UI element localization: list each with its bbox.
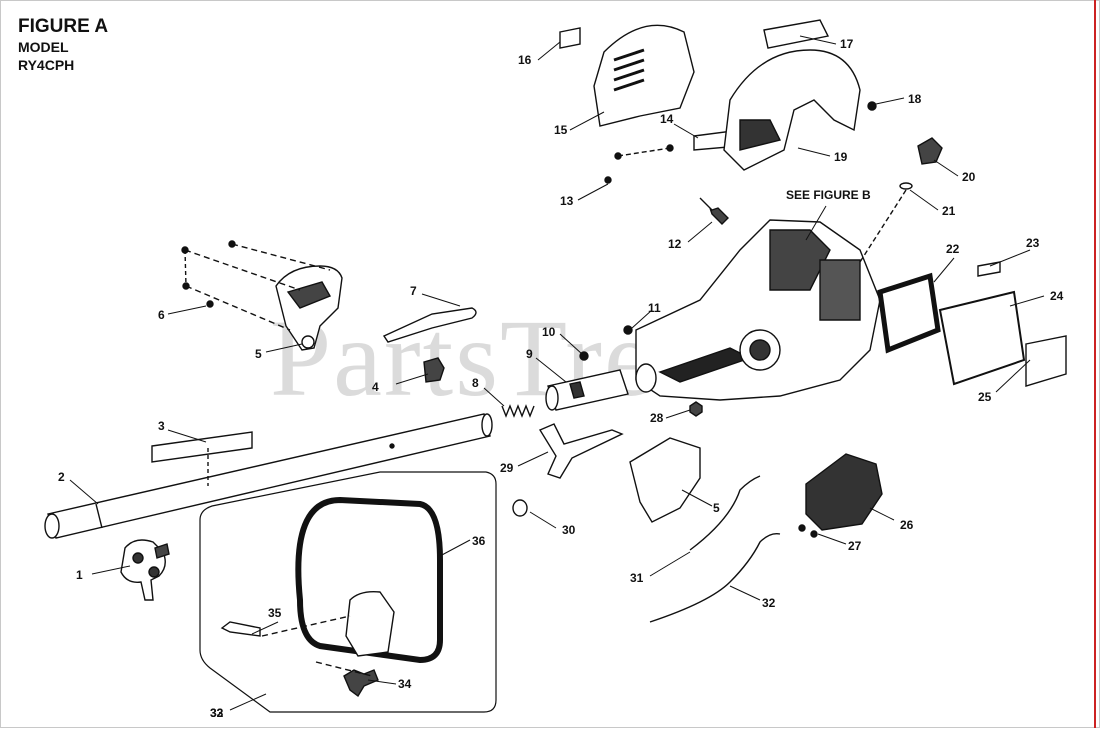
part-handle-loop: [295, 496, 443, 664]
part-shaft: [44, 413, 493, 539]
callout-12: 12: [668, 237, 682, 251]
part-engine-cover: [723, 49, 861, 171]
callout-20: 20: [962, 170, 976, 184]
callout-35: 35: [268, 606, 282, 620]
part-label-23: [977, 261, 1001, 277]
callout-26: 26: [900, 518, 914, 532]
part-filter-cover: [938, 290, 1026, 386]
callout-15: 15: [554, 123, 568, 137]
part-clamp: [120, 539, 170, 601]
callout-23: 23: [1026, 236, 1040, 250]
part-primer-bulb: [917, 137, 943, 165]
callout-3: 3: [158, 419, 165, 433]
callout-32: 32: [762, 596, 776, 610]
part-handle-kit-outline: [199, 471, 497, 713]
figure-title: FIGURE A: [18, 16, 109, 37]
part-tube-boot: [545, 369, 629, 411]
part-shaft-label: [151, 431, 253, 463]
watermark: PartsTree: [270, 297, 706, 419]
callout-16: 16: [518, 53, 532, 67]
part-trigger: [538, 423, 624, 479]
part-screw-18: [867, 101, 877, 111]
callout-7: 7: [410, 284, 417, 298]
callout-31: 31: [630, 571, 644, 585]
part-handle-bolt: [220, 621, 261, 637]
callout-25: 25: [978, 390, 992, 404]
part-screws-27: [798, 524, 818, 538]
callout-5-lower: 5: [713, 501, 720, 515]
callout-22: 22: [946, 242, 960, 256]
part-screws: [181, 240, 331, 331]
part-throttle-lever: [382, 307, 477, 343]
part-spring: [501, 404, 535, 418]
part-label-17: [763, 19, 830, 49]
part-engine-assembly: [635, 219, 881, 401]
callout-6: 6: [158, 308, 165, 322]
part-spark-plug: [699, 197, 729, 225]
callout-34-label: 34: [398, 677, 412, 691]
callout-33-text: 32: [210, 706, 224, 720]
part-handle-housing-lower: [629, 437, 701, 523]
part-cover-screws: [604, 144, 674, 184]
callout-4: 4: [372, 380, 379, 394]
callout-24: 24: [1050, 289, 1064, 303]
callout-9: 9: [526, 347, 533, 361]
callout-13: 13: [560, 194, 574, 208]
part-throttle-cable: [649, 532, 781, 623]
part-wing-nut: [343, 669, 379, 698]
part-label-25: [1025, 335, 1067, 387]
part-handle-housing: [275, 265, 343, 351]
model-label: MODEL: [18, 39, 69, 55]
callout-11: 11: [648, 301, 661, 315]
callout-1: 1: [76, 568, 83, 582]
callout-30: 30: [562, 523, 576, 537]
part-handle-clamp: [345, 590, 395, 657]
part-bolt-11: [623, 325, 633, 335]
part-muffler-guard: [805, 453, 883, 531]
callout-5-upper: 5: [255, 347, 262, 361]
part-stop-wire: [689, 475, 761, 551]
callout-2: 2: [58, 470, 65, 484]
callout-36: 36: [472, 534, 486, 548]
callout-14: 14: [660, 112, 674, 126]
part-o-ring: [899, 182, 913, 190]
frame-accent-bar: [1094, 0, 1096, 728]
part-switch: [423, 357, 445, 383]
callout-21: 21: [942, 204, 956, 218]
part-nut: [689, 401, 703, 417]
part-torsion-spring: [512, 499, 528, 517]
callout-33-label: 33: [210, 706, 224, 720]
callout-19: 19: [834, 150, 848, 164]
part-air-filter: [877, 272, 941, 354]
callout-8: 8: [472, 376, 479, 390]
callout-27: 27: [848, 539, 862, 553]
callout-28: 28: [650, 411, 664, 425]
model-number: RY4CPH: [18, 57, 75, 73]
callout-10: 10: [542, 325, 556, 339]
callout-29: 29: [500, 461, 514, 475]
part-air-cover: [593, 24, 695, 127]
callout-17: 17: [840, 37, 854, 51]
part-label-16: [559, 27, 581, 49]
callout-18: 18: [908, 92, 922, 106]
see-figure-b-note: SEE FIGURE B: [786, 188, 871, 202]
